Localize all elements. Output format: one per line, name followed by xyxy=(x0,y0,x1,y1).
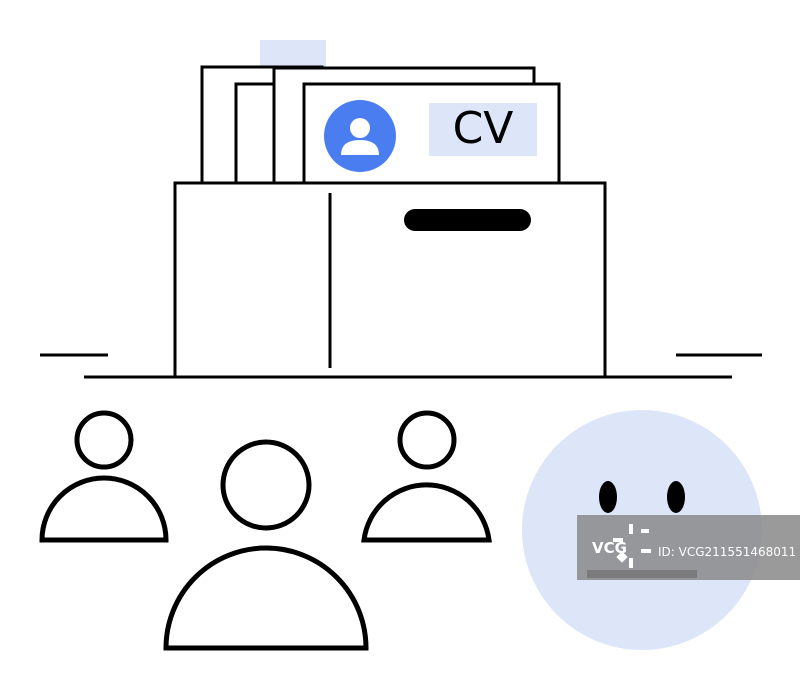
watermark: VCG ID: VCG211551468011 xyxy=(577,515,800,580)
person-outline-icon xyxy=(39,410,169,543)
person-center-head xyxy=(220,439,312,531)
file-box xyxy=(173,181,607,379)
face-left-eye xyxy=(599,481,617,513)
file-box-body xyxy=(173,181,607,379)
person-outline-icon xyxy=(163,439,369,651)
person-left-body xyxy=(39,475,169,543)
person-center-body xyxy=(163,545,369,651)
cv-label-box xyxy=(429,103,537,156)
person-outline-icon xyxy=(361,410,492,543)
person-right-head xyxy=(397,410,457,470)
file-box-handle xyxy=(404,209,531,231)
watermark-band xyxy=(577,515,800,580)
watermark-id: ID: VCG211551468011 xyxy=(658,545,796,559)
watermark-brand: VCG xyxy=(592,539,627,557)
person-right-body xyxy=(361,482,492,543)
avatar-head xyxy=(350,118,370,138)
face-right-eye xyxy=(667,481,685,513)
avatar-body xyxy=(341,140,379,155)
watermark-logo-icon xyxy=(613,524,651,568)
cv-label: CV xyxy=(453,103,514,154)
person-left-head xyxy=(74,410,134,470)
cv-document: CV xyxy=(302,82,561,190)
